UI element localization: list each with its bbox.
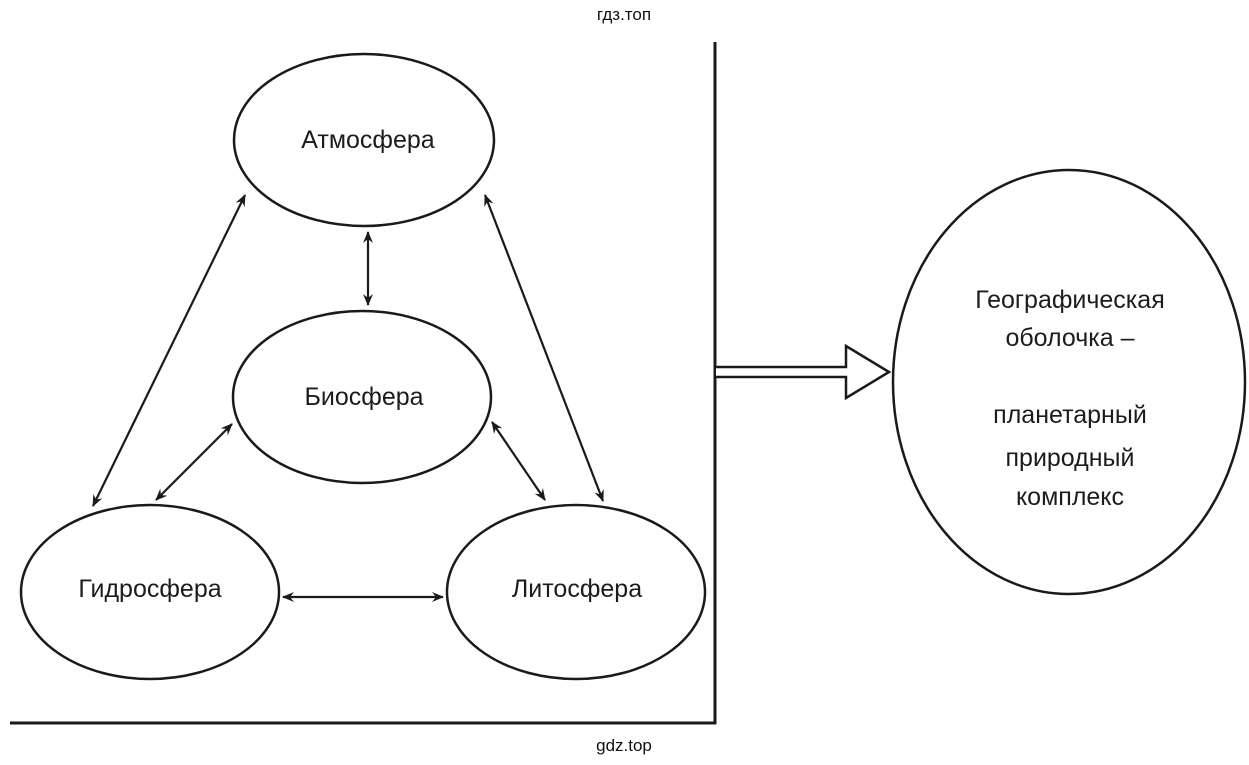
watermark-bottom: gdz.top	[596, 736, 652, 755]
node-label: Гидросфера	[78, 575, 221, 603]
hollow-arrow-icon	[716, 343, 892, 401]
arrow-biosphere-hydrosphere	[155, 423, 233, 501]
result-line: Географическая	[975, 286, 1165, 314]
result-line: природный	[1006, 444, 1135, 472]
result-line: планетарный	[993, 401, 1147, 429]
result-line: комплекс	[1016, 483, 1124, 511]
node-atmosphere: Атмосфера	[232, 52, 496, 228]
arrow-biosphere-lithosphere	[491, 421, 546, 501]
node-hydrosphere: Гидросфера	[19, 503, 281, 681]
node-label: Литосфера	[512, 575, 642, 603]
node-label: Атмосфера	[301, 126, 435, 154]
node-lithosphere: Литосфера	[445, 503, 707, 681]
node-biosphere: Биосфера	[231, 309, 493, 485]
node-label: Биосфера	[304, 383, 423, 411]
node-geographic-envelope: Географическая оболочка – планетарный пр…	[891, 168, 1247, 596]
result-line: оболочка –	[1005, 324, 1134, 352]
arrow-atmosphere-lithosphere	[483, 194, 605, 502]
connections	[92, 194, 605, 602]
watermark-top: гдз.топ	[597, 5, 651, 24]
arrow-atmosphere-hydrosphere	[92, 194, 246, 507]
